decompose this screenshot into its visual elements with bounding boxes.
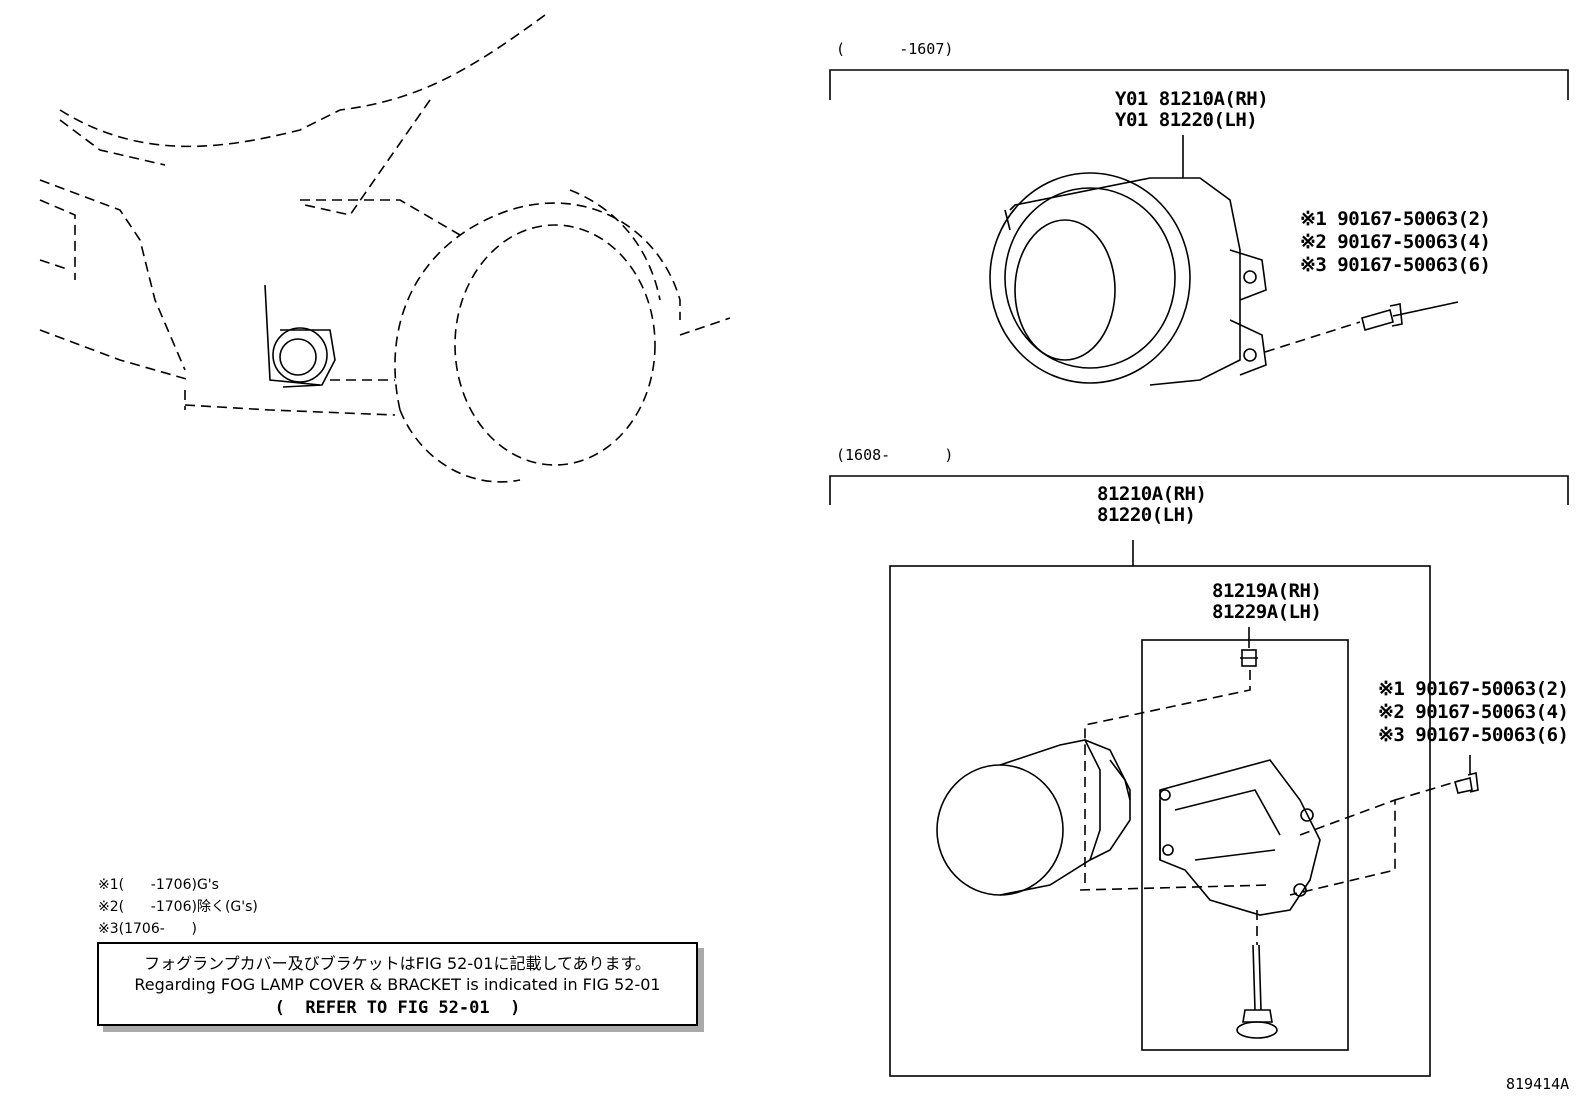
lower-lamp-rh-part-number[interactable]: 81210A(RH) <box>1097 483 1207 505</box>
refer-to-fig-link[interactable]: ( REFER TO FIG 52-01 ) <box>274 998 521 1018</box>
lower-fog-lamp <box>936 739 1131 896</box>
footnote-2: ※2( -1706)除く(G's) <box>98 899 258 915</box>
upper-range-bracket <box>829 69 1569 100</box>
bracket-lh-part-number[interactable]: 81229A(LH) <box>1212 601 1322 623</box>
bracket-rh-part-number[interactable]: 81219A(RH) <box>1212 580 1322 602</box>
lower-screw-part-number-2[interactable]: ※2 90167-50063(4) <box>1378 701 1569 723</box>
figure-number: 819414A <box>1506 1075 1570 1093</box>
fog-lamp-on-car <box>264 284 336 388</box>
lower-range-label: (1608- ) <box>836 446 954 464</box>
lower-screw-part-number-1[interactable]: ※1 90167-50063(2) <box>1378 678 1569 700</box>
lower-range-bracket <box>829 475 1569 505</box>
upper-screw-part-number-2[interactable]: ※2 90167-50063(4) <box>1300 231 1491 253</box>
car-front-illustration <box>39 14 731 483</box>
clip-nut <box>1240 649 1258 667</box>
reference-note-english: Regarding FOG LAMP COVER & BRACKET is in… <box>134 975 661 994</box>
reference-note-japanese: フォグランプカバー及びブラケットはFIG 52-01に記載してあります。 <box>144 954 651 973</box>
upper-range-label: ( -1607) <box>836 40 954 58</box>
upper-fog-lamp <box>989 172 1267 386</box>
upper-lamp-rh-part-number[interactable]: Y01 81210A(RH) <box>1115 88 1269 110</box>
upper-lamp-lh-part-number[interactable]: Y01 81220(LH) <box>1115 109 1258 131</box>
lower-bracket <box>1159 759 1321 916</box>
upper-screw <box>1361 301 1459 331</box>
footnote-3: ※3(1706- ) <box>98 921 197 937</box>
lower-assembly-box <box>889 565 1431 1077</box>
bracket-sub-box <box>1141 639 1349 1051</box>
lower-lamp-lh-part-number[interactable]: 81220(LH) <box>1097 504 1196 526</box>
lower-screw-part-number-3[interactable]: ※3 90167-50063(6) <box>1378 724 1569 746</box>
upper-screw-part-number-1[interactable]: ※1 90167-50063(2) <box>1300 208 1491 230</box>
mounting-pin <box>1236 944 1278 1039</box>
lower-screw <box>1454 755 1479 794</box>
lower-leader-lines <box>1079 670 1463 945</box>
upper-screw-part-number-3[interactable]: ※3 90167-50063(6) <box>1300 254 1491 276</box>
footnote-1: ※1( -1706)G's <box>98 877 219 893</box>
reference-note-box: フォグランプカバー及びブラケットはFIG 52-01に記載してあります。 Reg… <box>97 942 698 1026</box>
